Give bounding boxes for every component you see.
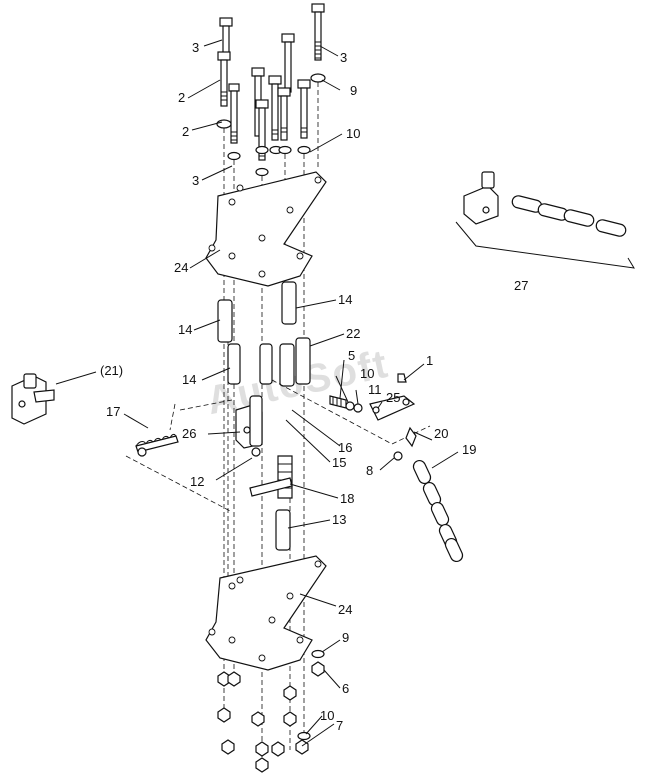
label-13: 13 [332,512,346,527]
upper-plate [205,171,327,287]
label-17: 17 [106,404,120,419]
label-10-top: 10 [346,126,360,141]
label-24-lower: 24 [338,602,352,617]
label-16: 16 [338,440,352,455]
label-10-bottom: 10 [320,708,334,723]
top-bolts [216,3,326,177]
label-14-right: 14 [338,292,352,307]
label-14-lower: 14 [182,372,196,387]
spacer-tubes [217,281,311,551]
label-14-left: 14 [178,322,192,337]
label-3-top-left: 3 [192,40,199,55]
label-3-middle: 3 [192,173,199,188]
label-12: 12 [190,474,204,489]
coil-spring [135,433,179,457]
left-latch-assembly [11,373,55,425]
chain [412,459,464,563]
label-1: 1 [426,353,433,368]
label-2-upper: 2 [178,90,185,105]
label-22: 22 [346,326,360,341]
label-24-upper: 24 [174,260,188,275]
label-7: 7 [336,718,343,733]
label-15: 15 [332,455,346,470]
label-2-lower: 2 [182,124,189,139]
pin-assembly [271,373,431,445]
label-9-bottom: 9 [342,630,349,645]
label-21: (21) [100,363,123,378]
chain-latch-assembly [455,171,635,269]
label-6: 6 [342,681,349,696]
label-3-top-right: 3 [340,50,347,65]
label-19: 19 [462,442,476,457]
part-labels: 3 2 2 3 3 9 10 24 14 14 22 5 1 (21) 10 1… [100,40,528,733]
label-26: 26 [182,426,196,441]
label-8: 8 [366,463,373,478]
label-10-middle: 10 [360,366,374,381]
label-9-top: 9 [350,83,357,98]
leader-lines [55,39,459,747]
bottom-nuts [217,649,325,773]
label-20: 20 [434,426,448,441]
label-11: 11 [368,382,382,397]
lower-plate [205,555,327,671]
label-27: 27 [514,278,528,293]
label-25: 25 [386,390,400,405]
torsion-spring [249,455,293,499]
upper-plate-holes [208,176,322,278]
label-5: 5 [348,348,355,363]
label-18: 18 [340,491,354,506]
lower-plate-holes [208,560,322,662]
